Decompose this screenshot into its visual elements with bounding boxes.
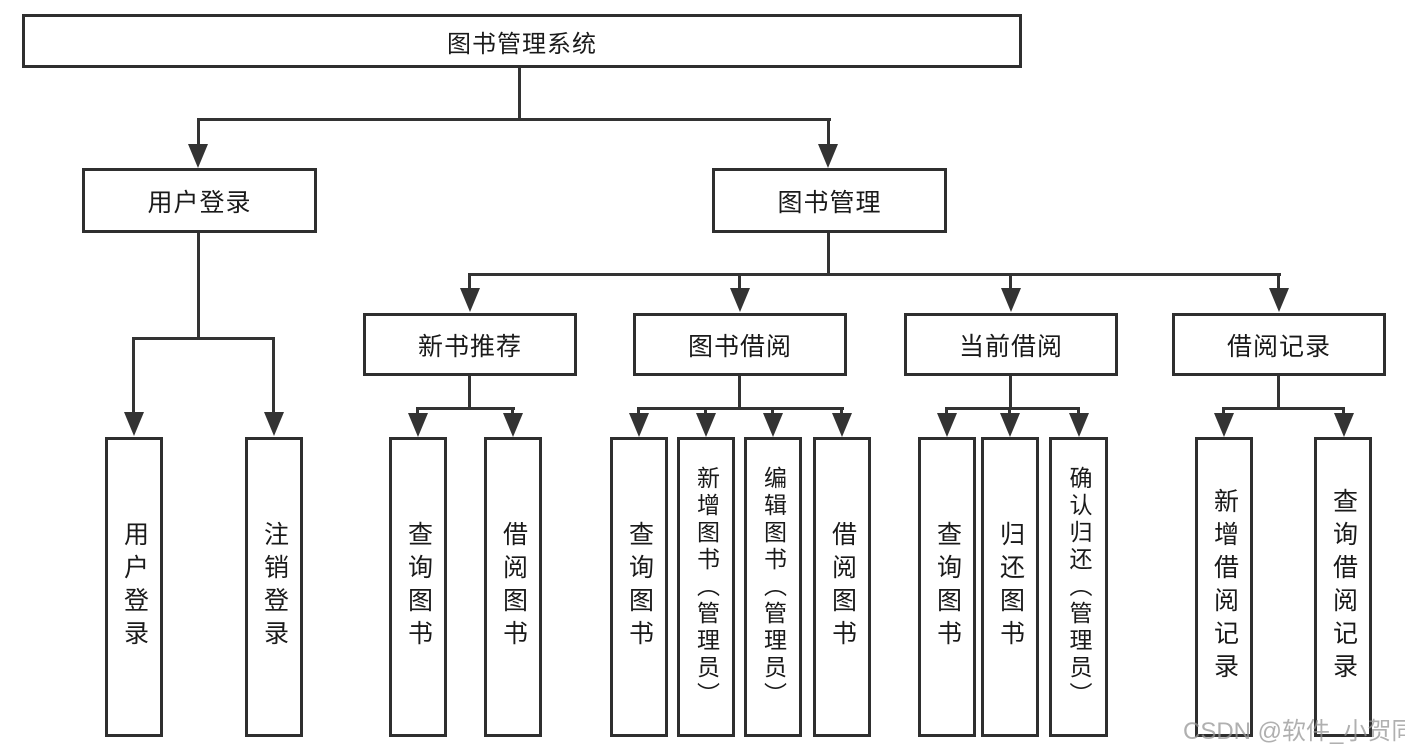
node-borrowing-records: 借阅记录 [1172, 313, 1386, 376]
connector-arrow-line [1077, 407, 1080, 417]
connector-stub [468, 375, 471, 407]
node-label: 图书管理 [777, 188, 882, 217]
node-label: 归还图书 [996, 521, 1025, 653]
connector-branch [1222, 407, 1345, 410]
connector-stub [1277, 375, 1280, 407]
arrow-down-icon [1269, 288, 1289, 312]
node-label: 新增图书（管理员） [693, 465, 720, 709]
connector-bookmgmt-stub [827, 232, 830, 273]
connector-arrow-line [704, 407, 707, 417]
arrow-down-icon [832, 413, 852, 437]
node-label: 注销登录 [260, 521, 289, 653]
arrow-down-icon [1334, 413, 1354, 437]
leaf-query-books: 查询图书 [610, 437, 668, 737]
connector-stub [738, 375, 741, 407]
arrow-down-icon [763, 413, 783, 437]
node-book-management: 图书管理 [712, 168, 947, 233]
arrow-down-icon [264, 412, 284, 436]
leaf-add-borrow-record: 新增借阅记录 [1195, 437, 1253, 737]
leaf-borrow-books: 借阅图书 [813, 437, 871, 737]
connector-arrow-line [840, 407, 843, 417]
connector-arrow-line [1009, 273, 1012, 291]
connector-arrow-line [468, 273, 471, 291]
leaf-add-books-admin: 新增图书（管理员） [677, 437, 735, 737]
leaf-return-books: 归还图书 [981, 437, 1039, 737]
connector-arrow-line [637, 407, 640, 417]
connector-root-stub [518, 67, 521, 119]
node-new-book-recommendation: 新书推荐 [363, 313, 577, 376]
connector-arrow-line [511, 407, 514, 417]
connector-arrow-line [738, 273, 741, 291]
node-label: 借阅图书 [828, 521, 857, 653]
arrow-down-icon [408, 413, 428, 437]
leaf-query-books: 查询图书 [918, 437, 976, 737]
connector-bookmgmt-branch [468, 273, 1281, 276]
connector-arrow-line [272, 337, 275, 415]
node-label: 查询图书 [933, 521, 962, 653]
connector-arrow-line [197, 118, 200, 148]
arrow-down-icon [460, 288, 480, 312]
connector-arrow-line [416, 407, 419, 417]
arrow-down-icon [1069, 413, 1089, 437]
node-label: 当前借阅 [958, 332, 1063, 361]
connector-arrow-line [945, 407, 948, 417]
arrow-down-icon [937, 413, 957, 437]
connector-branch [416, 407, 515, 410]
node-label: 用户登录 [120, 521, 149, 653]
connector-arrow-line [771, 407, 774, 417]
node-label: 确认归还（管理员） [1066, 465, 1092, 709]
leaf-logout: 注销登录 [245, 437, 303, 737]
arrow-down-icon [1000, 413, 1020, 437]
node-label: 新增借阅记录 [1210, 488, 1239, 686]
leaf-query-books: 查询图书 [389, 437, 447, 737]
node-label: 查询借阅记录 [1329, 488, 1358, 686]
node-label: 用户登录 [147, 188, 252, 217]
connector-branch [945, 407, 1080, 410]
connector-arrow-line [1222, 407, 1225, 417]
node-label: 查询图书 [625, 521, 654, 653]
arrow-down-icon [503, 413, 523, 437]
node-label: 新书推荐 [417, 332, 522, 361]
connector-arrow-line [1008, 407, 1011, 417]
leaf-borrow-books: 借阅图书 [484, 437, 542, 737]
connector-arrow-line [132, 337, 135, 415]
node-book-borrowing: 图书借阅 [633, 313, 847, 376]
csdn-watermark: CSDN @软件_小贺同学 [1183, 718, 1405, 745]
arrow-down-icon [730, 288, 750, 312]
node-user-login: 用户登录 [82, 168, 317, 233]
node-label: 图书借阅 [687, 332, 792, 361]
arrow-down-icon [124, 412, 144, 436]
connector-branch [637, 407, 844, 410]
arrow-down-icon [188, 144, 208, 168]
arrow-down-icon [629, 413, 649, 437]
connector-arrow-line [827, 118, 830, 148]
node-label: 借阅图书 [499, 521, 528, 653]
node-current-borrowing: 当前借阅 [904, 313, 1118, 376]
arrow-down-icon [1001, 288, 1021, 312]
node-library-management-system: 图书管理系统 [22, 14, 1022, 68]
arrow-down-icon [1214, 413, 1234, 437]
leaf-edit-books-admin: 编辑图书（管理员） [744, 437, 802, 737]
connector-arrow-line [1342, 407, 1345, 417]
connector-root-branch [197, 118, 831, 121]
leaf-query-borrow-record: 查询借阅记录 [1314, 437, 1372, 737]
arrow-down-icon [696, 413, 716, 437]
connector-userlogin-stub [197, 232, 200, 337]
node-label: 编辑图书（管理员） [760, 465, 787, 709]
leaf-user-login: 用户登录 [105, 437, 163, 737]
node-label: 图书管理系统 [447, 30, 597, 58]
node-label: 查询图书 [404, 521, 433, 653]
connector-arrow-line [1277, 273, 1280, 291]
node-label: 借阅记录 [1226, 332, 1331, 361]
arrow-down-icon [818, 144, 838, 168]
connector-stub [1009, 375, 1012, 407]
connector-userlogin-branch [132, 337, 275, 340]
leaf-confirm-return-admin: 确认归还（管理员） [1049, 437, 1108, 737]
